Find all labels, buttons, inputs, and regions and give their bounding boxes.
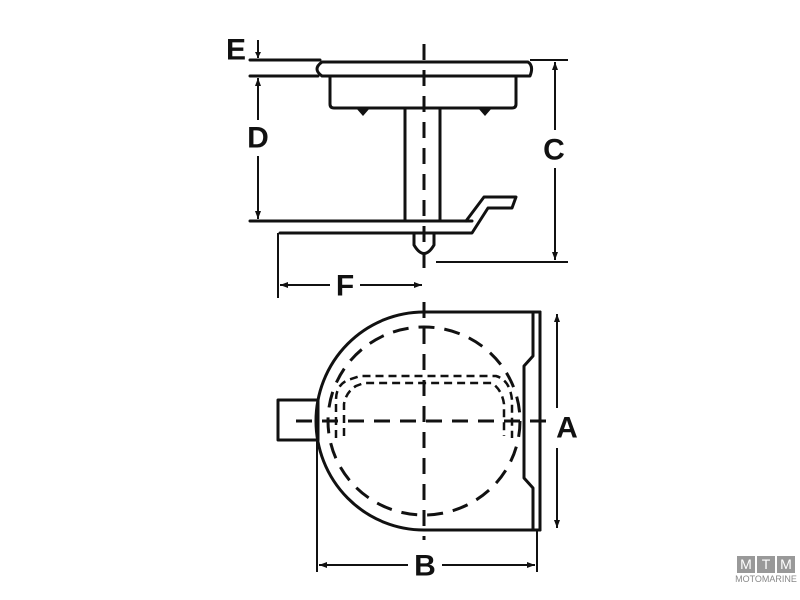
watermark-word: MOTOMARINE bbox=[735, 574, 797, 584]
watermark-letter: M bbox=[777, 556, 795, 573]
hidden-handle-inner bbox=[342, 381, 506, 436]
label-c: C bbox=[543, 134, 565, 167]
label-f: F bbox=[336, 270, 354, 303]
watermark-letter: T bbox=[757, 556, 775, 573]
label-b: B bbox=[414, 550, 436, 583]
outer-outline bbox=[314, 310, 542, 532]
top-view bbox=[276, 302, 548, 540]
side-view bbox=[248, 44, 534, 268]
flange bbox=[315, 60, 534, 78]
motomarine-watermark: M T M MOTOMARINE bbox=[734, 556, 798, 584]
label-d: D bbox=[247, 122, 269, 155]
watermark-letter: M bbox=[737, 556, 755, 573]
label-a: A bbox=[556, 412, 578, 445]
hidden-handle-outer bbox=[334, 374, 514, 438]
label-e: E bbox=[226, 34, 246, 67]
dimensions: E D C F A B bbox=[226, 34, 584, 584]
handle-arm bbox=[278, 195, 518, 235]
tab bbox=[276, 398, 320, 442]
